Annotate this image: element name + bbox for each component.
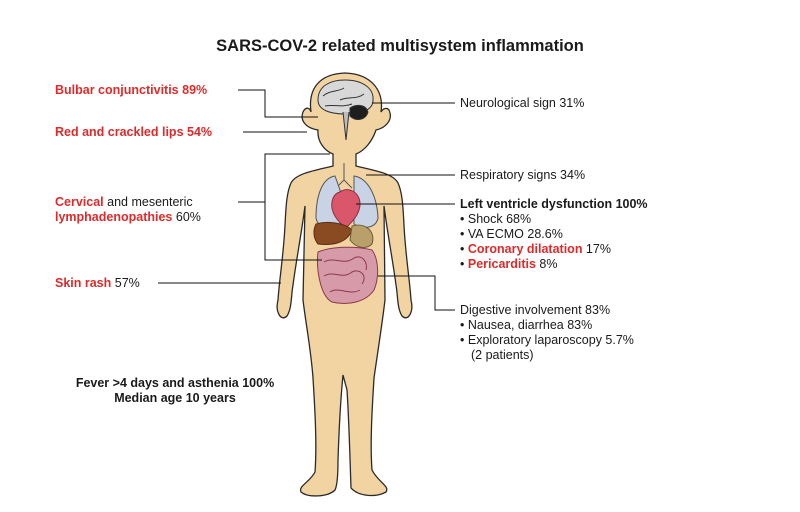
label-red-crackled-lips: Red and crackled lips 54% [55, 125, 213, 139]
leader-lymph [238, 153, 330, 261]
digestive-nausea: Nausea, diarrhea 83% [460, 318, 634, 333]
lvd-pericarditis: Pericarditis 8% [460, 257, 648, 272]
liver-illustration [313, 221, 353, 245]
stomach-illustration [349, 224, 374, 248]
figure-title: SARS-COV-2 related multisystem inflammat… [216, 37, 584, 55]
label-bulbar-conjunctivitis: Bulbar conjunctivitis 89% [55, 83, 208, 97]
footer-notes: Fever >4 days and asthenia 100% Median a… [45, 376, 305, 406]
label-skin-rash: Skin rash 57% [55, 276, 140, 290]
lvd-title: Left ventricle dysfunction 100% [460, 197, 648, 211]
brain-illustration [317, 79, 374, 141]
leader-digestive [378, 275, 455, 311]
label-neurological-sign: Neurological sign 31% [460, 96, 585, 110]
digestive-title: Digestive involvement 83% [460, 303, 611, 317]
lvd-va-ecmo: VA ECMO 28.6% [460, 227, 648, 242]
lvd-coronary: Coronary dilatation 17% [460, 242, 648, 257]
footer-fever: Fever >4 days and asthenia 100% [75, 376, 275, 390]
leader-bulbar [238, 89, 318, 118]
label-respiratory-signs: Respiratory signs 34% [460, 168, 586, 182]
digestive-patients: (2 patients) [471, 348, 534, 362]
intestines-illustration [317, 246, 379, 304]
digestive-laparoscopy: Exploratory laparoscopy 5.7% [460, 333, 634, 348]
digestive-block: Digestive involvement 83% Nausea, diarrh… [460, 303, 634, 363]
lvd-block: Left ventricle dysfunction 100% Shock 68… [460, 197, 648, 272]
lvd-shock: Shock 68% [460, 212, 648, 227]
footer-median-age: Median age 10 years [114, 391, 236, 405]
leader-lines [158, 89, 455, 311]
label-lymphadenopathies: Cervical and mesenteric lymphadenopathie… [55, 195, 201, 224]
